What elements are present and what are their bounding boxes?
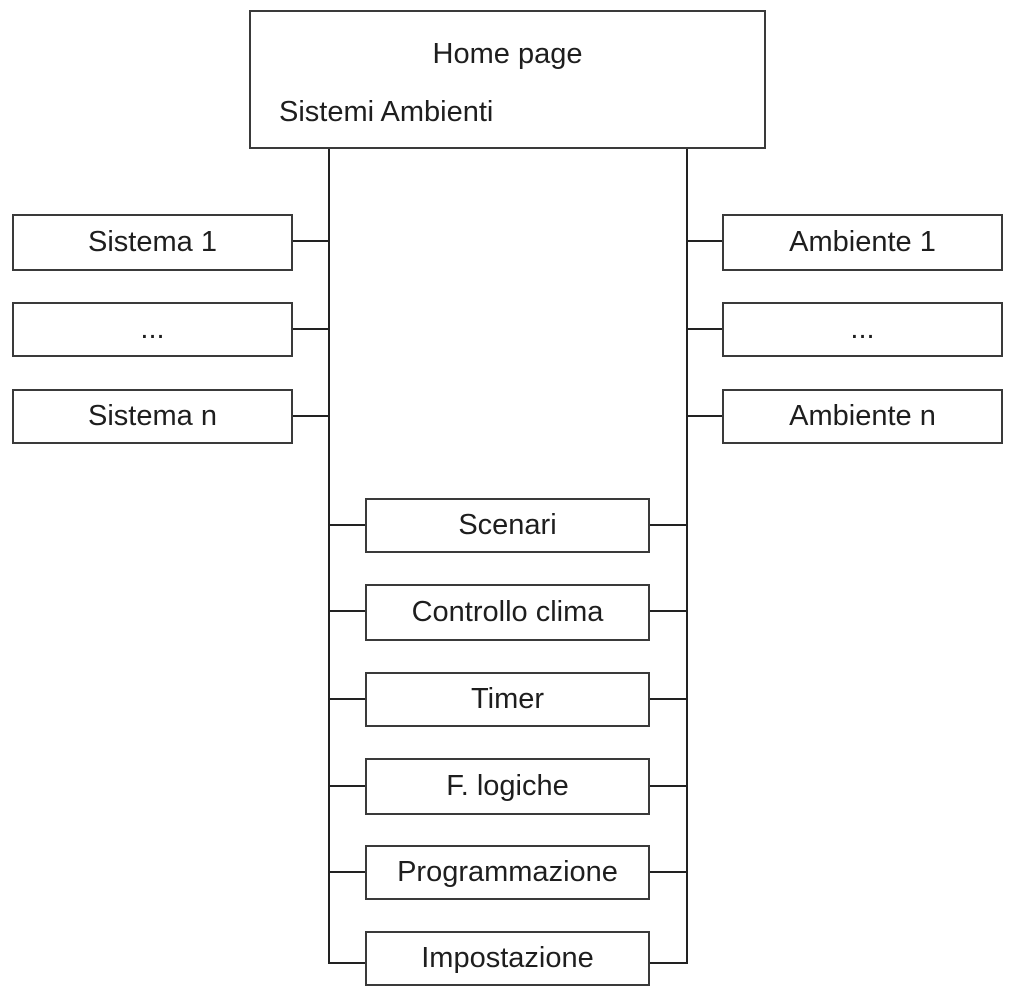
sistemi-ambienti-label: Sistemi Ambienti xyxy=(279,96,494,128)
connector-programmazione-left xyxy=(329,871,367,873)
f-logiche-box: F. logiche xyxy=(365,758,650,815)
connector-ambiente-dots xyxy=(687,328,724,330)
connector-sistema-dots xyxy=(291,328,329,330)
connector-scenari-left xyxy=(329,524,367,526)
programmazione-box: Programmazione xyxy=(365,845,650,900)
connector-sistema-n xyxy=(291,415,329,417)
sistema-1-box: Sistema 1 xyxy=(12,214,293,271)
connector-impostazione-left xyxy=(329,962,367,964)
timer-box: Timer xyxy=(365,672,650,727)
connector-timer-left xyxy=(329,698,367,700)
connector-controllo-right xyxy=(648,610,687,612)
left-trunk-line xyxy=(328,147,330,964)
right-trunk-line xyxy=(686,147,688,964)
connector-flogiche-right xyxy=(648,785,687,787)
connector-controllo-left xyxy=(329,610,367,612)
home-page-box: Home page Sistemi Ambienti xyxy=(249,10,766,149)
connector-sistema-1 xyxy=(291,240,329,242)
scenari-box: Scenari xyxy=(365,498,650,553)
ambiente-ellipsis-box: ... xyxy=(722,302,1003,357)
connector-scenari-right xyxy=(648,524,687,526)
sistema-n-box: Sistema n xyxy=(12,389,293,444)
ambiente-n-box: Ambiente n xyxy=(722,389,1003,444)
ambiente-1-box: Ambiente 1 xyxy=(722,214,1003,271)
sistema-ellipsis-box: ... xyxy=(12,302,293,357)
impostazione-box: Impostazione xyxy=(365,931,650,986)
home-page-title: Home page xyxy=(432,38,583,70)
connector-timer-right xyxy=(648,698,687,700)
connector-flogiche-left xyxy=(329,785,367,787)
connector-impostazione-right xyxy=(648,962,687,964)
connector-programmazione-right xyxy=(648,871,687,873)
connector-ambiente-1 xyxy=(687,240,724,242)
controllo-clima-box: Controllo clima xyxy=(365,584,650,641)
connector-ambiente-n xyxy=(687,415,724,417)
